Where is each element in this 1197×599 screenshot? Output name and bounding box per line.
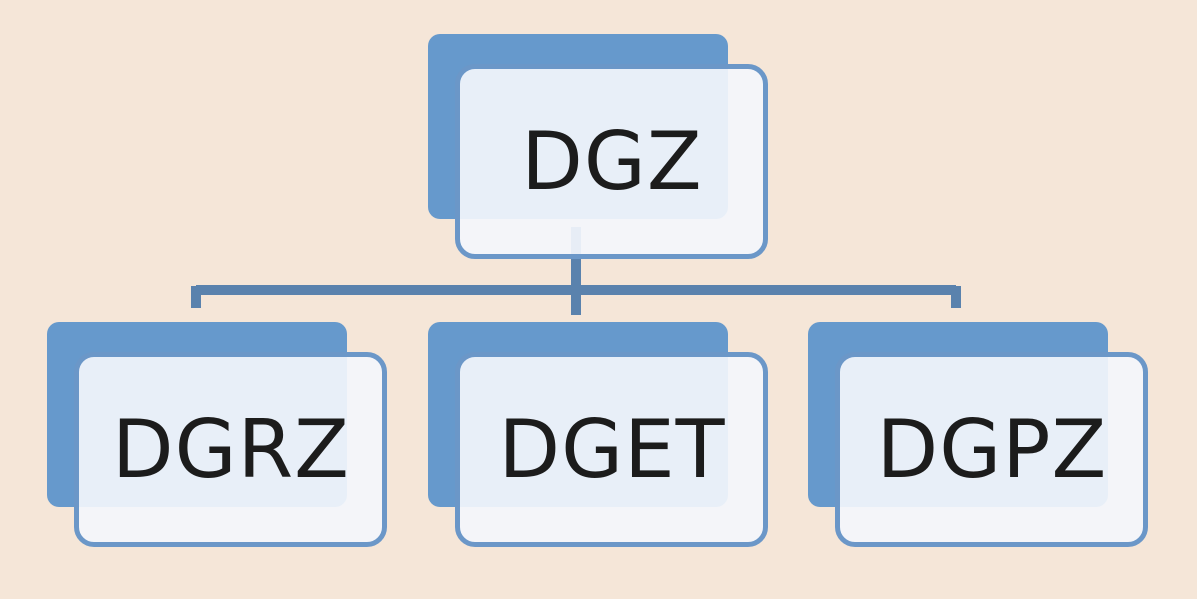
- child-node-1-front-panel: [74, 352, 387, 547]
- child-node-1: DGRZ: [47, 322, 387, 552]
- root-node-label: DGZ: [521, 114, 703, 208]
- child-node-2-label: DGET: [498, 402, 726, 496]
- child-node-2: DGET: [428, 322, 768, 552]
- child-node-2-front-panel: [455, 352, 768, 547]
- child-node-1-label: DGRZ: [112, 402, 350, 496]
- child-node-3-label: DGPZ: [876, 402, 1108, 496]
- root-node-front-panel: [455, 64, 768, 259]
- root-node: DGZ: [428, 34, 768, 264]
- child-node-3: DGPZ: [808, 322, 1148, 552]
- child-node-3-front-panel: [835, 352, 1148, 547]
